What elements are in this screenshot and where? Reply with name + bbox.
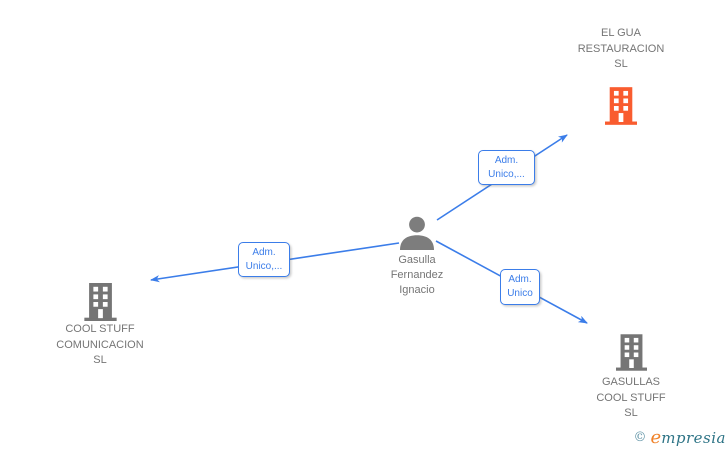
edge-label-line: Adm.	[508, 274, 532, 285]
company-name-line: COMUNICACION	[56, 338, 144, 351]
brand-name: mpresia	[661, 429, 726, 447]
company-name-line: RESTAURACION	[577, 42, 665, 55]
company-name-line: GASULLAS	[601, 376, 661, 388]
person-icon	[400, 216, 434, 250]
company-name-line: SL	[624, 407, 638, 419]
company-name-line: SL	[614, 58, 628, 70]
empresia-watermark[interactable]: ©empresia	[634, 427, 726, 448]
copyright-icon: ©	[633, 430, 647, 445]
node-company-cool-stuff-comunicacion-sl[interactable]: COOL STUFF COMUNICACION SL	[25, 283, 175, 369]
company-name-line: EL GUA	[601, 27, 641, 39]
building-icon	[83, 283, 117, 321]
edge-label-adm-unico-gasullas[interactable]: Adm. Unico	[500, 269, 540, 305]
edge-label-adm-unico-el-gua[interactable]: Adm. Unico,...	[478, 150, 535, 185]
edge-label-line: Adm.	[494, 154, 519, 166]
person-name-line: Fernandez	[390, 269, 444, 281]
brand-initial: e	[650, 427, 662, 448]
edge-label-line: Unico,...	[245, 260, 283, 272]
edge-label-line: Adm.	[252, 246, 276, 258]
company-name-line: COOL STUFF	[65, 323, 135, 335]
node-person-gasulla-fernandez-ignacio[interactable]: Gasulla Fernandez Ignacio	[365, 216, 469, 298]
company-name-line: COOL STUFF	[596, 391, 666, 404]
edge-label-adm-unico-cool-stuff[interactable]: Adm. Unico,...	[238, 242, 290, 277]
node-company-gasullas-cool-stuff-sl[interactable]: GASULLAS COOL STUFF SL	[556, 334, 706, 422]
edge-label-line: Unico	[507, 288, 533, 299]
person-name-line: Ignacio	[399, 284, 435, 296]
person-name-line: Gasulla	[398, 254, 436, 266]
building-icon	[615, 334, 647, 371]
node-company-el-gua-restauracion-sl[interactable]: EL GUA RESTAURACION SL	[546, 26, 696, 126]
building-icon	[605, 86, 637, 125]
company-name-line: SL	[93, 354, 107, 366]
edge-label-line: Unico,...	[488, 168, 525, 180]
